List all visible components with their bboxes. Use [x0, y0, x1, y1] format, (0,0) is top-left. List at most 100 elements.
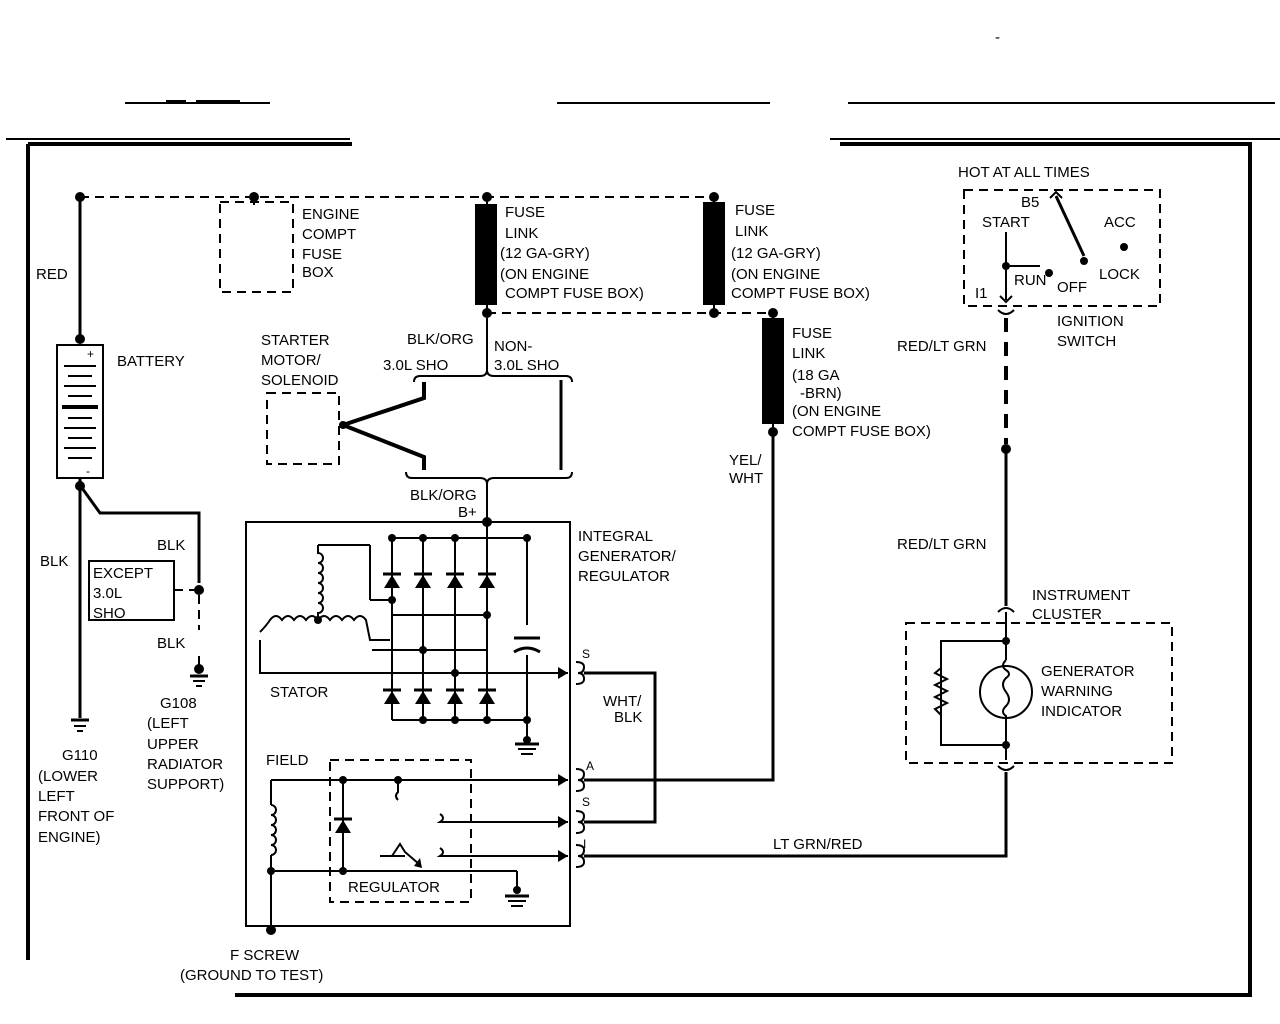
- instrument-cluster-line-1: INSTRUMENT: [1032, 587, 1130, 604]
- red-lt-grn-label-2: RED/LT GRN: [897, 536, 986, 553]
- fuse-link-3-line-5: (ON ENGINE: [792, 403, 881, 420]
- fuse-link-2-line-1: FUSE: [735, 202, 775, 219]
- g108-line-2: (LEFT: [147, 715, 189, 732]
- fuse-link-1-line-1: FUSE: [505, 204, 545, 221]
- hot-bus: [75, 192, 778, 318]
- yel-wht-line-1: YEL/: [729, 452, 762, 469]
- lt-grn-red-label: LT GRN/RED: [773, 836, 863, 853]
- ignition-switch-line-1: IGNITION: [1057, 313, 1124, 330]
- ignition-lock: LOCK: [1099, 266, 1140, 283]
- terminal-s2: S: [582, 795, 590, 809]
- gen-warning-line-3: INDICATOR: [1041, 703, 1122, 720]
- stator-label: STATOR: [270, 684, 329, 701]
- fuse-link-3-line-3: (18 GA: [792, 367, 840, 384]
- red-lt-grn-label-1: RED/LT GRN: [897, 338, 986, 355]
- fuse-link-1: FUSE LINK (12 GA-GRY) (ON ENGINE COMPT F…: [475, 197, 644, 313]
- blk-left-label: BLK: [40, 553, 68, 570]
- g110-line-2: (LOWER: [38, 768, 98, 785]
- engine-fuse-box: ENGINE COMPT FUSE BOX: [219, 197, 360, 293]
- fuse-link-1-line-2: LINK: [505, 225, 538, 242]
- fuse-link-2-line-5: COMPT FUSE BOX): [731, 285, 870, 302]
- engine-fuse-box-label-2: COMPT: [302, 226, 356, 243]
- integral-line-2: GENERATOR/: [578, 548, 677, 565]
- blk-org-top-label: BLK/ORG: [407, 331, 474, 348]
- external-wiring: WHT/ BLK YEL/ WHT LT GRN/RED: [584, 432, 1008, 858]
- f-screw-line-2: (GROUND TO TEST): [180, 967, 323, 984]
- non-sho-line-1: NON-: [494, 338, 532, 355]
- red-wire-label: RED: [36, 266, 68, 283]
- non-sho-line-2: 3.0L SHO: [494, 357, 559, 374]
- yel-wht-line-2: WHT: [729, 470, 763, 487]
- field-label: FIELD: [266, 752, 309, 769]
- terminal-i: I: [583, 837, 586, 851]
- starter-line-3: SOLENOID: [261, 372, 339, 389]
- blk-lower-label: BLK: [157, 635, 185, 652]
- fuse-link-2-line-2: LINK: [735, 223, 768, 240]
- gen-warning-line-2: WARNING: [1041, 683, 1113, 700]
- g110-line-4: FRONT OF: [38, 808, 114, 825]
- blk-org-bottom-label: BLK/ORG: [410, 487, 477, 504]
- terminal-a: A: [586, 759, 594, 773]
- except-line-2: 3.0L: [93, 585, 122, 602]
- engine-fuse-box-label-4: BOX: [302, 264, 334, 281]
- engine-fuse-box-label-1: ENGINE: [302, 206, 360, 223]
- fuse-link-3-line-2: LINK: [792, 345, 825, 362]
- generator-regulator: INTEGRAL GENERATOR/ REGULATOR: [245, 521, 677, 935]
- integral-line-3: REGULATOR: [578, 568, 670, 585]
- instrument-cluster: INSTRUMENT CLUSTER GENERATOR WARNING IND…: [905, 587, 1173, 771]
- fuse-link-3: FUSE LINK (18 GA -BRN) (ON ENGINE COMPT …: [762, 313, 931, 440]
- wht-blk-line-2: BLK: [614, 709, 642, 726]
- except-line-3: SHO: [93, 605, 126, 622]
- integral-line-1: INTEGRAL: [578, 528, 653, 545]
- fuse-link-3-line-6: COMPT FUSE BOX): [792, 423, 931, 440]
- ignition-feed: RED/LT GRN RED/LT GRN: [897, 318, 1011, 606]
- ignition-i1: I1: [975, 285, 988, 302]
- battery-label: BATTERY: [117, 353, 185, 370]
- starter-line-2: MOTOR/: [261, 352, 322, 369]
- ground-g108: BLK EXCEPT 3.0L SHO BLK G108 (LEFT UPPER…: [80, 487, 224, 793]
- ignition-b5: B5: [1021, 194, 1039, 211]
- page-frame: [26, 142, 1252, 997]
- blk-mid-label: BLK: [157, 537, 185, 554]
- g108-line-1: G108: [160, 695, 197, 712]
- header-rules: -: [6, 29, 1280, 140]
- ignition-switch-line-2: SWITCH: [1057, 333, 1116, 350]
- ignition-off: OFF: [1057, 279, 1087, 296]
- ignition-switch: HOT AT ALL TIMES B5 START ACC RUN LOCK O…: [958, 164, 1161, 350]
- wht-blk-line-1: WHT/: [603, 693, 642, 710]
- header-mark: -: [995, 29, 1000, 46]
- fuse-link-2-line-4: (ON ENGINE: [731, 266, 820, 283]
- instrument-cluster-line-2: CLUSTER: [1032, 606, 1102, 623]
- ground-g110: G110 (LOWER LEFT FRONT OF ENGINE): [38, 718, 114, 846]
- fuse-link-1-line-4: (ON ENGINE: [500, 266, 589, 283]
- g108-line-3: UPPER: [147, 736, 199, 753]
- engine-fuse-box-label-3: FUSE: [302, 246, 342, 263]
- fuse-link-2: FUSE LINK (12 GA-GRY) (ON ENGINE COMPT F…: [703, 202, 870, 313]
- except-line-1: EXCEPT: [93, 565, 153, 582]
- fuse-link-1-line-3: (12 GA-GRY): [500, 245, 590, 262]
- ignition-start: START: [982, 214, 1030, 231]
- sho-label: 3.0L SHO: [383, 357, 448, 374]
- ignition-run: RUN: [1014, 272, 1047, 289]
- fuse-link-2-line-3: (12 GA-GRY): [731, 245, 821, 262]
- gen-warning-line-1: GENERATOR: [1041, 663, 1135, 680]
- g110-line-3: LEFT: [38, 788, 75, 805]
- g110-line-1: G110: [62, 747, 98, 764]
- g110-line-5: ENGINE): [38, 829, 101, 846]
- g108-line-5: SUPPORT): [147, 776, 224, 793]
- battery-minus-sign: -: [86, 464, 90, 478]
- starter-motor: STARTER MOTOR/ SOLENOID BLK/ORG 3.0L SHO…: [261, 318, 573, 527]
- fuse-link-1-line-5: COMPT FUSE BOX): [505, 285, 644, 302]
- ignition-acc: ACC: [1104, 214, 1136, 231]
- battery: RED + - BATTERY BLK: [36, 197, 185, 718]
- regulator-label: REGULATOR: [348, 879, 440, 896]
- f-screw-line-1: F SCREW: [230, 947, 300, 964]
- g108-line-4: RADIATOR: [147, 756, 223, 773]
- fuse-link-3-line-4: -BRN): [800, 385, 842, 402]
- battery-plus-sign: +: [87, 347, 94, 361]
- starter-line-1: STARTER: [261, 332, 330, 349]
- terminal-s1: S: [582, 647, 590, 661]
- fuse-link-3-line-1: FUSE: [792, 325, 832, 342]
- hot-at-all-times-label: HOT AT ALL TIMES: [958, 164, 1090, 181]
